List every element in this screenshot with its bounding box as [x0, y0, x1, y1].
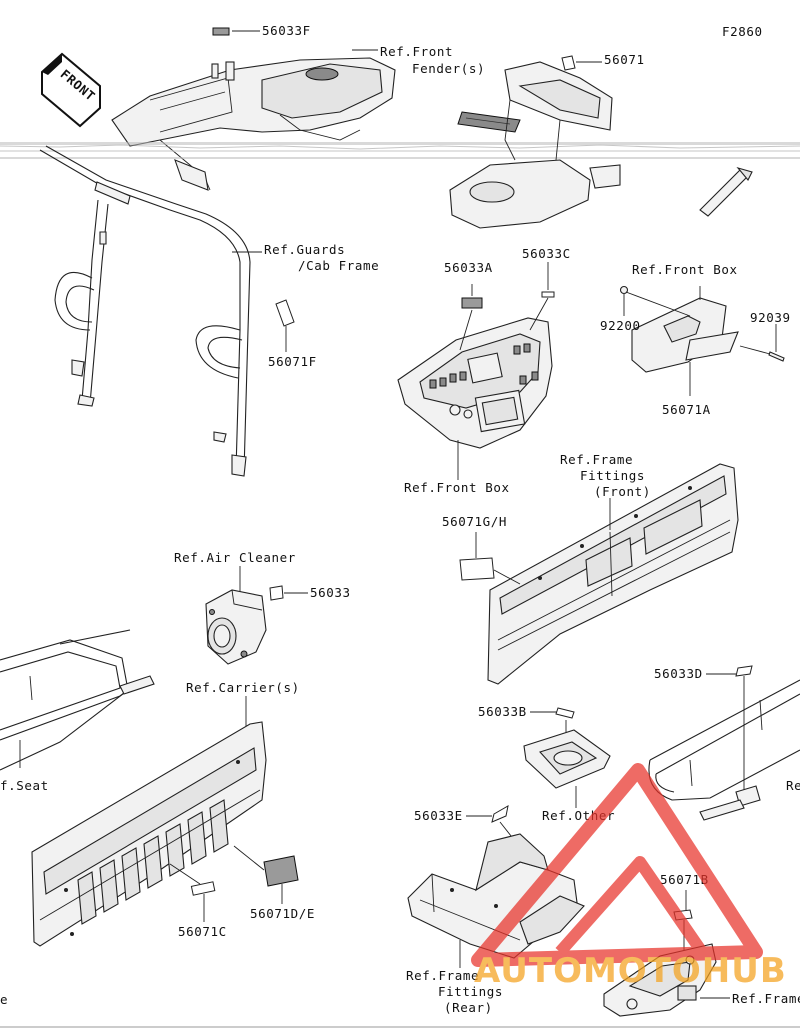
frame-fittings-rear — [407, 833, 585, 959]
ref-frame-front-line1: Ref.Frame — [560, 452, 633, 467]
front-arrow-icon: FRONT — [41, 52, 101, 128]
frame-fittings-front — [487, 463, 739, 685]
decal-56071DE-icon — [263, 855, 299, 887]
ref-guards-line1: Ref.Guards — [264, 242, 345, 257]
dash-body-assembly — [449, 61, 753, 229]
shift-boot-plate — [523, 729, 611, 789]
callout-56033: 56033 — [310, 585, 351, 600]
decal-56033B-icon — [555, 707, 575, 719]
callout-56033B: 56033B — [478, 704, 527, 719]
callout-92200: 92200 — [600, 318, 641, 333]
ref-frame-rear-line2: Fittings — [438, 984, 503, 999]
part-92039-icon — [768, 351, 785, 362]
ref-front-fenders-line1: Ref.Front — [380, 44, 453, 59]
callout-56071F: 56071F — [268, 354, 317, 369]
callout-56071DE: 56071D/E — [250, 906, 315, 921]
ref-front-box-bottom: Ref.Front Box — [404, 480, 510, 495]
ref-carriers: Ref.Carrier(s) — [186, 680, 300, 695]
decal-56071F-icon — [275, 299, 295, 327]
ref-frame-bottom-right: Ref.Frame — [732, 991, 800, 1006]
decal-56071-icon — [561, 55, 576, 71]
callout-56033A: 56033A — [444, 260, 493, 275]
ref-frame-front-line3: (Front) — [594, 484, 651, 499]
decal-56071GH-icon — [459, 557, 495, 581]
front-box-lid — [631, 286, 739, 373]
leader-56071GH-target — [493, 569, 521, 585]
ref-left-edge: e — [0, 992, 8, 1007]
right-carrier-rail — [648, 679, 800, 821]
callout-56071: 56071 — [604, 52, 645, 67]
leader-56071DE-target — [233, 845, 265, 871]
decal-56033C-icon — [541, 291, 555, 298]
front-fender-assembly — [111, 57, 396, 191]
ref-seat: f.Seat — [0, 778, 49, 793]
decal-56033-icon — [269, 585, 284, 601]
decal-56033D-icon — [735, 665, 753, 677]
callout-56033D: 56033D — [654, 666, 703, 681]
callout-56033E: 56033E — [414, 808, 463, 823]
leader-92200-target — [625, 291, 691, 317]
decal-56033E-icon — [491, 805, 509, 823]
leader-92039-target — [739, 345, 771, 355]
cab-frame-assembly — [39, 145, 251, 477]
ref-frame-rear-line3: (Rear) — [444, 1000, 493, 1015]
callout-56071A: 56071A — [662, 402, 711, 417]
leader-56033A-target — [459, 309, 473, 351]
carrier-tailgate — [31, 721, 267, 947]
part-92200-icon — [619, 285, 629, 295]
watermark-text: AUTOMOTOHUB — [474, 951, 787, 991]
air-cleaner-housing — [205, 589, 267, 665]
ref-frame-front-line2: Fittings — [580, 468, 645, 483]
callout-56071GH: 56071G/H — [442, 514, 507, 529]
ref-front-fenders-line2: Fender(s) — [412, 61, 485, 76]
ref-air-cleaner: Ref.Air Cleaner — [174, 550, 296, 565]
diagram-code: F2860 — [722, 24, 763, 39]
ref-right-partial: Re — [786, 778, 800, 793]
front-box-panel — [397, 317, 553, 449]
callout-92039: 92039 — [750, 310, 791, 325]
decal-56033A-icon — [461, 297, 483, 309]
callout-56071C: 56071C — [178, 924, 227, 939]
ref-frame-rear-line1: Ref.Frame — [406, 968, 479, 983]
ref-guards-line2: /Cab Frame — [298, 258, 379, 273]
leader-56033C-target — [529, 297, 549, 331]
rear-bracket — [603, 943, 717, 1017]
automotohub-watermark-logo: AUTOMOTOHUB — [471, 763, 787, 991]
decal-56033F-icon — [212, 27, 230, 36]
scan-bottom-edge — [0, 1026, 800, 1028]
ref-front-box-top: Ref.Front Box — [632, 262, 738, 277]
callout-56071B: 56071B — [660, 872, 709, 887]
callout-56033F: 56033F — [262, 23, 311, 38]
scan-noise-band — [0, 142, 800, 159]
callout-56033C: 56033C — [522, 246, 571, 261]
decal-56071C-icon — [190, 881, 216, 896]
leader-56071C-target — [169, 863, 201, 885]
seat-frame — [0, 629, 155, 771]
